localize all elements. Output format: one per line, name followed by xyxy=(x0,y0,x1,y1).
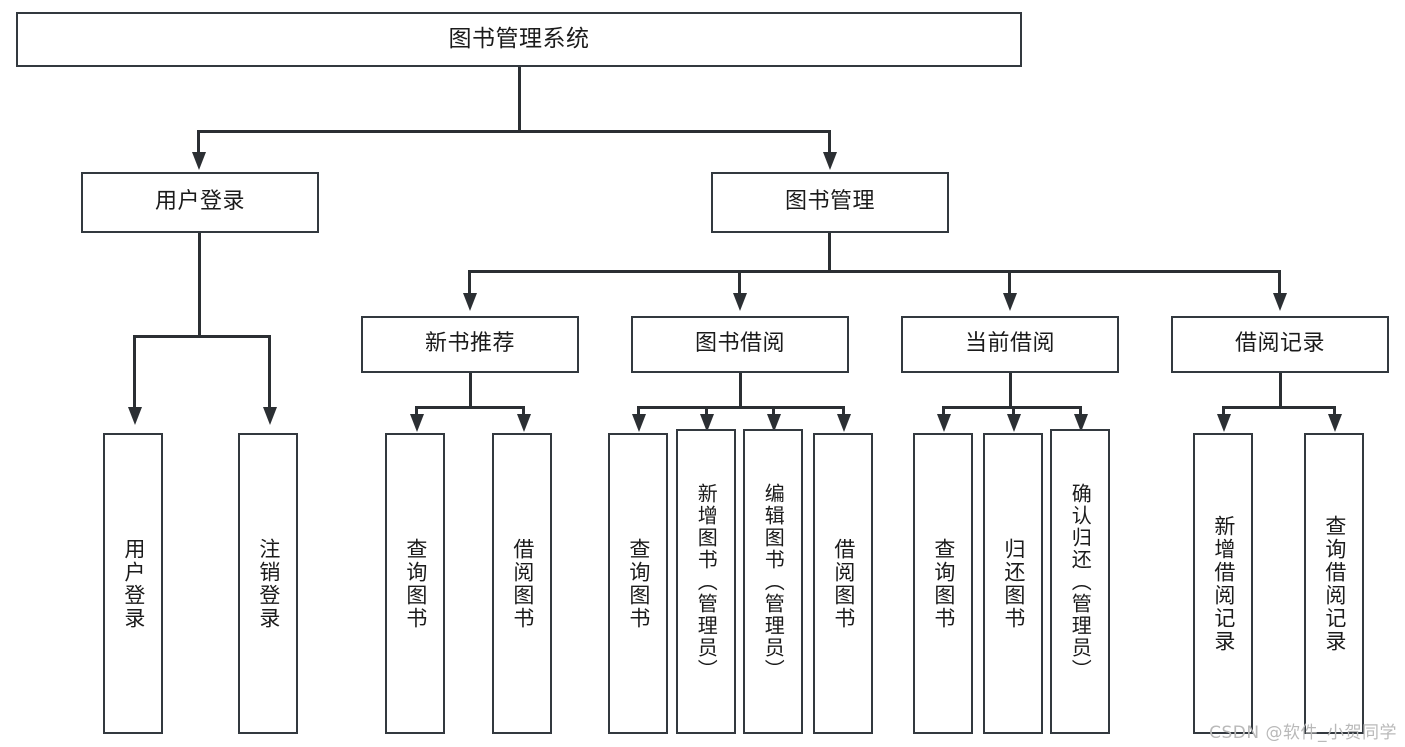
arrow-down-icon xyxy=(937,414,951,432)
node-current-borrow[interactable]: 当前借阅 xyxy=(901,316,1119,373)
leaf-query-book-recommend[interactable]: 查询图书 xyxy=(385,433,445,734)
node-book-management[interactable]: 图书管理 xyxy=(711,172,949,233)
leaf-borrow-book-borrow[interactable]: 借阅图书 xyxy=(813,433,873,734)
edge-to-book-borrow xyxy=(738,270,741,295)
edge-user-login-stem xyxy=(198,233,201,335)
edge-book-borrow-to-leaf-1 xyxy=(637,406,640,419)
node-label: 新增借阅记录 xyxy=(1211,514,1236,653)
edge-current-borrow-to-leaf-2 xyxy=(1012,406,1015,419)
node-book-borrow[interactable]: 图书借阅 xyxy=(631,316,849,373)
edge-book-borrow-to-leaf-3 xyxy=(772,406,775,419)
arrow-down-icon xyxy=(192,152,206,170)
arrow-down-icon xyxy=(128,407,142,425)
edge-root-to-book-manage xyxy=(828,130,831,154)
edge-borrow-record-bus xyxy=(1222,406,1336,409)
node-user-login[interactable]: 用户登录 xyxy=(81,172,319,233)
arrow-down-icon xyxy=(410,414,424,432)
leaf-add-book-admin[interactable]: 新增图书（管理员） xyxy=(676,429,736,734)
node-label: 查询图书 xyxy=(403,537,428,630)
leaf-logout-login[interactable]: 注销登录 xyxy=(238,433,298,734)
edge-user-login-bus xyxy=(133,335,271,338)
node-label: 注销登录 xyxy=(256,537,281,630)
node-label: 查询借阅记录 xyxy=(1322,514,1347,653)
edge-root-bus xyxy=(197,130,831,133)
arrow-down-icon xyxy=(1273,293,1287,311)
leaf-add-borrow-record[interactable]: 新增借阅记录 xyxy=(1193,433,1253,734)
arrow-down-icon xyxy=(1217,414,1231,432)
node-label: 用户登录 xyxy=(154,189,245,215)
leaf-edit-book-admin[interactable]: 编辑图书（管理员） xyxy=(743,429,803,734)
edge-current-borrow-to-leaf-1 xyxy=(942,406,945,419)
edge-root-stem xyxy=(518,67,521,130)
edge-current-borrow-to-leaf-3 xyxy=(1079,406,1082,419)
edge-book-borrow-to-leaf-2 xyxy=(705,406,708,419)
edge-user-login-to-leaf-1 xyxy=(133,335,136,410)
node-label: 图书借阅 xyxy=(694,331,785,357)
edge-new-book-bus xyxy=(415,406,525,409)
node-label: 借阅图书 xyxy=(831,537,856,630)
node-label: 确认归还（管理员） xyxy=(1068,482,1093,681)
arrow-down-icon xyxy=(823,152,837,170)
arrow-down-icon xyxy=(837,414,851,432)
arrow-down-icon xyxy=(1328,414,1342,432)
leaf-query-book-borrow[interactable]: 查询图书 xyxy=(608,433,668,734)
edge-current-borrow-stem xyxy=(1009,373,1012,406)
leaf-return-book[interactable]: 归还图书 xyxy=(983,433,1043,734)
edge-new-book-to-leaf-1 xyxy=(415,406,418,419)
edge-borrow-record-to-leaf-1 xyxy=(1222,406,1225,419)
edge-root-to-user-login xyxy=(197,130,200,154)
leaf-query-borrow-record[interactable]: 查询借阅记录 xyxy=(1304,433,1364,734)
leaf-confirm-return-admin[interactable]: 确认归还（管理员） xyxy=(1050,429,1110,734)
edge-new-book-to-leaf-2 xyxy=(522,406,525,419)
node-label: 新书推荐 xyxy=(424,331,515,357)
edge-new-book-stem xyxy=(469,373,472,406)
node-label: 图书管理 xyxy=(784,189,875,215)
node-label: 查询图书 xyxy=(931,537,956,630)
arrow-down-icon xyxy=(632,414,646,432)
node-label: 借阅图书 xyxy=(510,537,535,630)
leaf-query-book-current[interactable]: 查询图书 xyxy=(913,433,973,734)
edge-to-borrow-record xyxy=(1278,270,1281,295)
node-label: 归还图书 xyxy=(1001,537,1026,630)
edge-book-manage-bus xyxy=(468,270,1280,273)
arrow-down-icon xyxy=(1074,414,1088,432)
node-label: 当前借阅 xyxy=(964,331,1055,357)
edge-book-manage-stem xyxy=(828,233,831,270)
edge-to-current-borrow xyxy=(1008,270,1011,295)
edge-borrow-record-to-leaf-2 xyxy=(1333,406,1336,419)
leaf-user-login[interactable]: 用户登录 xyxy=(103,433,163,734)
arrow-down-icon xyxy=(733,293,747,311)
arrow-down-icon xyxy=(1007,414,1021,432)
edge-user-login-to-leaf-2 xyxy=(268,335,271,410)
arrow-down-icon xyxy=(517,414,531,432)
edge-book-borrow-to-leaf-4 xyxy=(842,406,845,419)
node-label: 用户登录 xyxy=(121,537,146,630)
node-root-book-management-system[interactable]: 图书管理系统 xyxy=(16,12,1022,67)
edge-book-borrow-stem xyxy=(739,373,742,406)
node-borrow-record[interactable]: 借阅记录 xyxy=(1171,316,1389,373)
node-label: 编辑图书（管理员） xyxy=(761,482,786,681)
arrow-down-icon xyxy=(700,414,714,432)
arrow-down-icon xyxy=(767,414,781,432)
edge-to-new-book-recommend xyxy=(468,270,471,295)
node-label: 借阅记录 xyxy=(1234,331,1325,357)
node-label: 新增图书（管理员） xyxy=(694,482,719,681)
arrow-down-icon xyxy=(263,407,277,425)
edge-borrow-record-stem xyxy=(1279,373,1282,406)
leaf-borrow-book-recommend[interactable]: 借阅图书 xyxy=(492,433,552,734)
arrow-down-icon xyxy=(463,293,477,311)
node-label: 查询图书 xyxy=(626,537,651,630)
node-new-book-recommend[interactable]: 新书推荐 xyxy=(361,316,579,373)
node-label: 图书管理系统 xyxy=(448,25,590,52)
arrow-down-icon xyxy=(1003,293,1017,311)
edge-book-borrow-bus xyxy=(637,406,845,409)
